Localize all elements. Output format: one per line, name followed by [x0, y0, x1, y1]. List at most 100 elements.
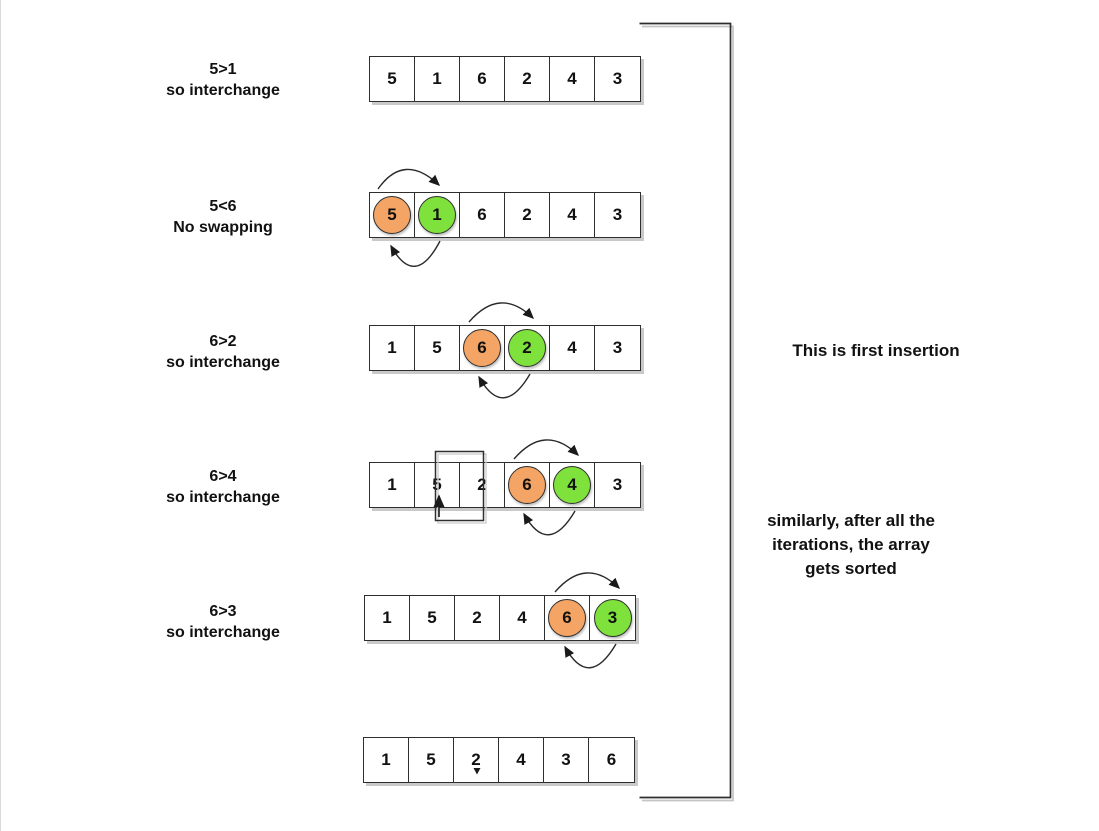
orange-circle: 6 [508, 466, 546, 504]
array-cell: 1 [364, 738, 409, 782]
swap-arrow-bottom-icon [523, 510, 576, 536]
cell-value: 2 [522, 69, 532, 88]
array-cell: 5 [370, 193, 415, 237]
note-first-insertion: This is first insertion [792, 341, 960, 360]
cell-value: 2 [472, 608, 482, 627]
step1-array: 5 1 6 2 4 3 [369, 56, 641, 102]
step4-label: 6>4 so interchange [113, 466, 333, 508]
cell-value: 4 [567, 205, 577, 224]
step4-action: so interchange [166, 489, 280, 506]
cell-value: 3 [612, 475, 623, 494]
bracket-shadow [642, 25, 734, 802]
swap-arrow-bottom-icon [564, 643, 617, 669]
step4-comparison: 6>4 [209, 468, 237, 485]
cell-value: 4 [567, 338, 577, 357]
cell-value: 3 [612, 69, 623, 88]
array-cell: 5 [370, 57, 415, 101]
array-cell: 5 [415, 463, 460, 507]
swap-arrow-top-icon [554, 572, 621, 593]
array-cell: 6 [460, 57, 505, 101]
note-summary: similarly, after all the iterations, the… [741, 509, 961, 581]
cell-value: 4 [567, 69, 577, 88]
cell-value: 2 [471, 750, 481, 769]
green-circle: 3 [593, 599, 632, 637]
step1-comparison: 5>1 [209, 61, 237, 78]
swap-arrow-bottom-icon [478, 373, 531, 399]
cell-value: 3 [612, 205, 623, 224]
green-circle: 1 [418, 196, 456, 234]
step3-action: so interchange [166, 354, 280, 371]
array-cell: 2 [454, 738, 499, 782]
orange-circle: 5 [373, 196, 411, 234]
array-cell: 4 [550, 57, 595, 101]
step3-array: 1 5 6 2 4 3 [369, 325, 641, 371]
array-cell: 1 [370, 326, 415, 370]
array-cell: 2 [505, 326, 550, 370]
array-cell: 3 [595, 326, 640, 370]
array-cell: 1 [415, 193, 460, 237]
step5-comparison: 6>3 [209, 603, 237, 620]
array-cell: 1 [415, 57, 460, 101]
step2-label: 5<6 No swapping [113, 196, 333, 238]
step2-comparison: 5<6 [209, 198, 237, 215]
step1-label: 5>1 so interchange [113, 59, 333, 101]
step3-comparison: 6>2 [209, 333, 237, 350]
cell-value: 5 [427, 608, 437, 627]
array-cell: 4 [499, 738, 544, 782]
cell-value: 2 [522, 205, 532, 224]
cell-value: 1 [382, 608, 392, 627]
step5-action: so interchange [166, 624, 280, 641]
cell-value: 1 [387, 338, 397, 357]
array-cell: 5 [415, 326, 460, 370]
green-circle: 2 [508, 329, 546, 367]
step2-action: No swapping [173, 219, 273, 236]
final-array: 1 5 2 4 3 6 [363, 737, 635, 783]
note-summary-line1: similarly, after all the [767, 511, 935, 530]
step5-label: 6>3 so interchange [113, 601, 333, 643]
step5-array: 1 5 2 4 6 3 [364, 595, 636, 641]
green-circle: 4 [553, 466, 591, 504]
array-cell: 5 [409, 738, 454, 782]
cell-value: 5 [432, 338, 442, 357]
array-cell: 1 [370, 463, 415, 507]
array-cell: 6 [460, 326, 505, 370]
array-cell: 4 [550, 326, 595, 370]
cell-value: 1 [381, 750, 391, 769]
grouping-bracket [639, 22, 732, 799]
cell-value: 2 [477, 475, 487, 494]
note-summary-line3: gets sorted [805, 559, 897, 578]
array-cell: 4 [500, 596, 545, 640]
cell-value: 6 [606, 750, 617, 769]
cell-value: 4 [516, 750, 526, 769]
array-cell: 2 [460, 463, 505, 507]
cell-value: 6 [477, 69, 487, 88]
array-cell: 6 [589, 738, 634, 782]
step2-array: 5 1 6 2 4 3 [369, 192, 641, 238]
array-cell: 6 [545, 596, 590, 640]
swap-arrow-bottom-icon [390, 240, 441, 267]
step4-array: 1 5 2 6 4 3 [369, 462, 641, 508]
array-cell: 6 [460, 193, 505, 237]
cell-value: 4 [517, 608, 527, 627]
array-cell: 4 [550, 463, 595, 507]
array-cell: 6 [505, 463, 550, 507]
cell-value: 5 [432, 475, 442, 494]
cell-value: 6 [477, 205, 487, 224]
array-cell: 1 [365, 596, 410, 640]
array-cell: 3 [544, 738, 589, 782]
cell-value: 3 [612, 338, 623, 357]
array-cell: 3 [590, 596, 635, 640]
cell-value: 1 [432, 69, 442, 88]
array-cell: 2 [455, 596, 500, 640]
swap-arrow-top-icon [468, 302, 535, 323]
swap-arrow-top-icon [513, 439, 580, 460]
cell-value: 1 [387, 475, 397, 494]
array-cell: 5 [410, 596, 455, 640]
array-cell: 3 [595, 463, 640, 507]
step1-action: so interchange [166, 82, 280, 99]
array-cell: 2 [505, 57, 550, 101]
array-cell: 4 [550, 193, 595, 237]
array-cell: 2 [505, 193, 550, 237]
